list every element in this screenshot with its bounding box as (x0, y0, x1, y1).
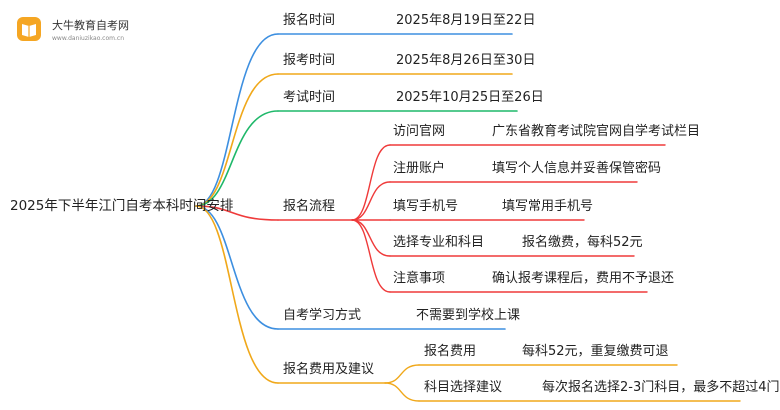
sub-connector (351, 144, 391, 221)
sub-connector (384, 382, 420, 402)
process-step-label: 访问官网 (393, 124, 446, 139)
branch-registration-time: 报名时间 (283, 13, 336, 28)
process-step-value: 填写常用手机号 (502, 199, 594, 214)
sub-connector (384, 364, 420, 384)
fees-item-label: 科目选择建议 (424, 380, 503, 395)
process-step-label: 注意事项 (393, 271, 446, 286)
branch-connector (195, 33, 279, 207)
mindmap-connectors (195, 33, 741, 402)
process-step-value: 确认报考课程后，费用不予退还 (492, 271, 675, 286)
branch-process: 报名流程 (283, 199, 336, 214)
branch-study-mode: 自考学习方式 (283, 308, 362, 323)
process-step-label: 填写手机号 (393, 199, 459, 214)
branch-connector (195, 205, 279, 221)
process-step-value: 填写个人信息并妥善保管密码 (492, 161, 662, 176)
fees-item-label: 报名费用 (424, 344, 477, 359)
branch-connector (195, 205, 279, 330)
branch-exam-time-value: 2025年10月25日至26日 (396, 90, 544, 105)
process-step-value: 广东省教育考试院官网自学考试栏目 (492, 124, 701, 139)
site-logo: 大牛教育自考网 www.daniuzikao.com.cn (12, 8, 162, 52)
logo-url: www.daniuzikao.com.cn (52, 35, 124, 42)
branch-fees-advice: 报名费用及建议 (283, 362, 375, 377)
process-step-label: 注册账户 (393, 161, 446, 176)
fees-item-value: 每科52元，重复缴费可退 (522, 344, 669, 359)
branch-apply-time: 报考时间 (283, 53, 336, 68)
branch-apply-time-value: 2025年8月26日至30日 (396, 53, 536, 68)
branch-connector (195, 205, 279, 384)
branch-study-mode-value: 不需要到学校上课 (416, 308, 521, 323)
process-step-value: 报名缴费，每科52元 (522, 235, 643, 250)
sub-connector (351, 219, 391, 257)
book-logo-icon (17, 17, 41, 41)
branch-connector (195, 110, 279, 207)
branch-connector (195, 73, 279, 207)
logo-title: 大牛教育自考网 (52, 19, 129, 32)
branch-exam-time: 考试时间 (283, 90, 336, 105)
root-topic: 2025年下半年江门自考本科时间安排 (10, 198, 234, 214)
branch-registration-time-value: 2025年8月19日至22日 (396, 13, 536, 28)
process-step-label: 选择专业和科目 (393, 235, 485, 250)
sub-connector (351, 181, 391, 221)
sub-connector (351, 219, 391, 293)
fees-item-value: 每次报名选择2-3门科目，最多不超过4门 (542, 380, 780, 395)
